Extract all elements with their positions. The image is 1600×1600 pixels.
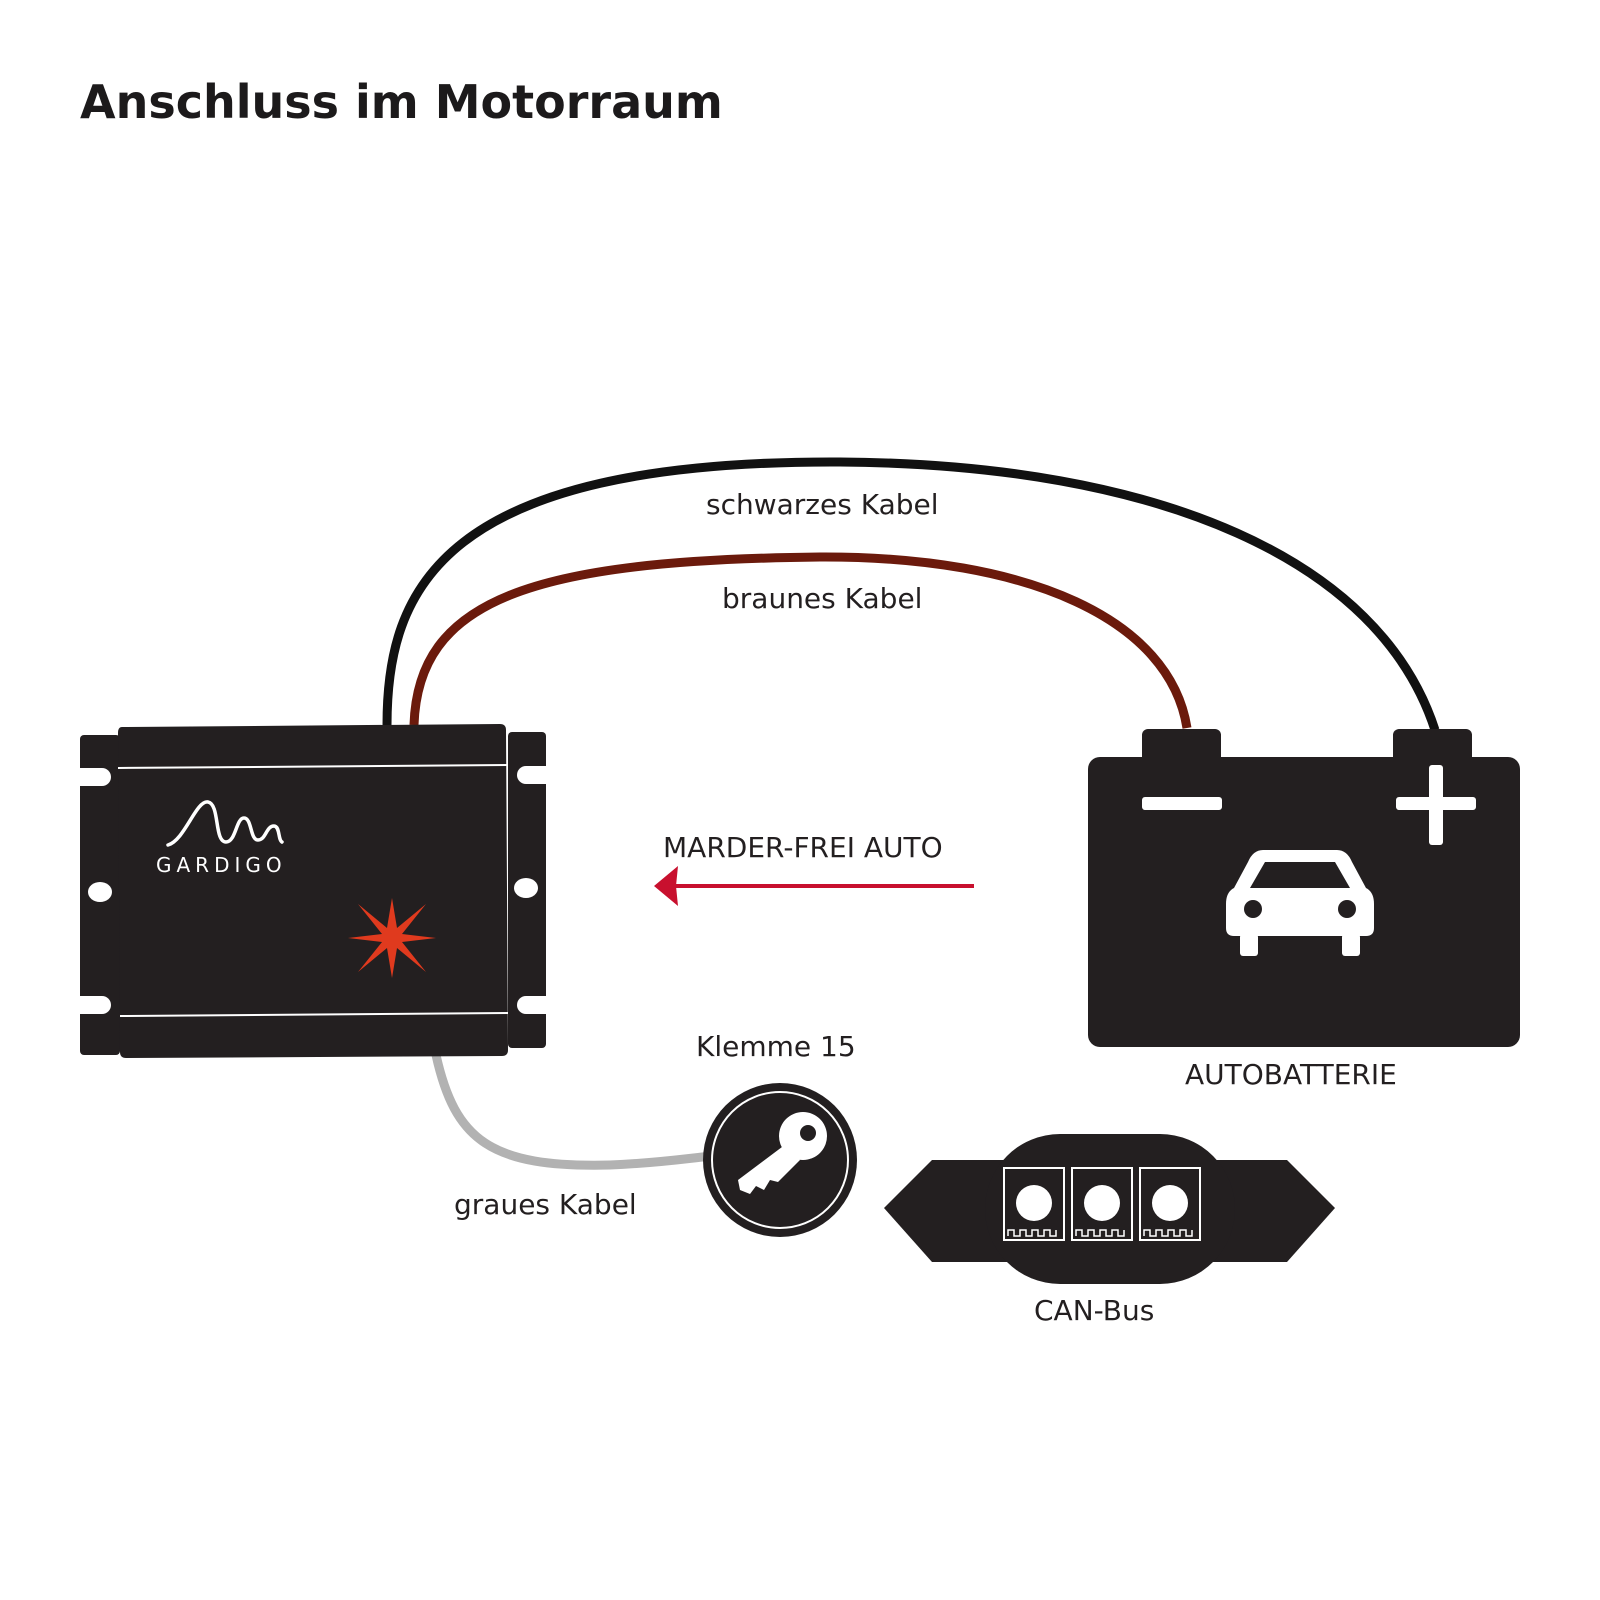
device-brand: GARDIGO [156, 853, 287, 877]
gardigo-wave-logo-icon [166, 800, 284, 847]
canbus-label: CAN-Bus [1034, 1294, 1154, 1327]
battery-label: AUTOBATTERIE [1185, 1058, 1397, 1091]
device-body [118, 724, 508, 1058]
page-title: Anschluss im Motorraum [80, 75, 723, 129]
right-mounting-flange [508, 732, 546, 1048]
canbus-connector-icon [884, 1134, 1335, 1284]
car-battery [1088, 729, 1520, 1047]
car-front-icon [1226, 850, 1374, 956]
brown-cable [409, 552, 1192, 729]
grey-cable [431, 1054, 713, 1170]
positive-terminal-icon [1396, 765, 1476, 845]
negative-terminal-icon [1142, 797, 1222, 810]
gardigo-device: GARDIGO [80, 724, 546, 1058]
left-mounting-flange [80, 735, 120, 1055]
brown-cable-label: braunes Kabel [722, 582, 922, 615]
black-cable [382, 457, 1440, 732]
key-icon [703, 1083, 857, 1237]
black-cable-label: schwarzes Kabel [706, 488, 939, 521]
red-starburst-icon [348, 898, 436, 978]
marder-frei-label: MARDER-FREI AUTO [663, 831, 943, 864]
direction-arrow [654, 866, 974, 906]
klemme-label: Klemme 15 [696, 1030, 856, 1063]
grey-cable-label: graues Kabel [454, 1188, 637, 1221]
